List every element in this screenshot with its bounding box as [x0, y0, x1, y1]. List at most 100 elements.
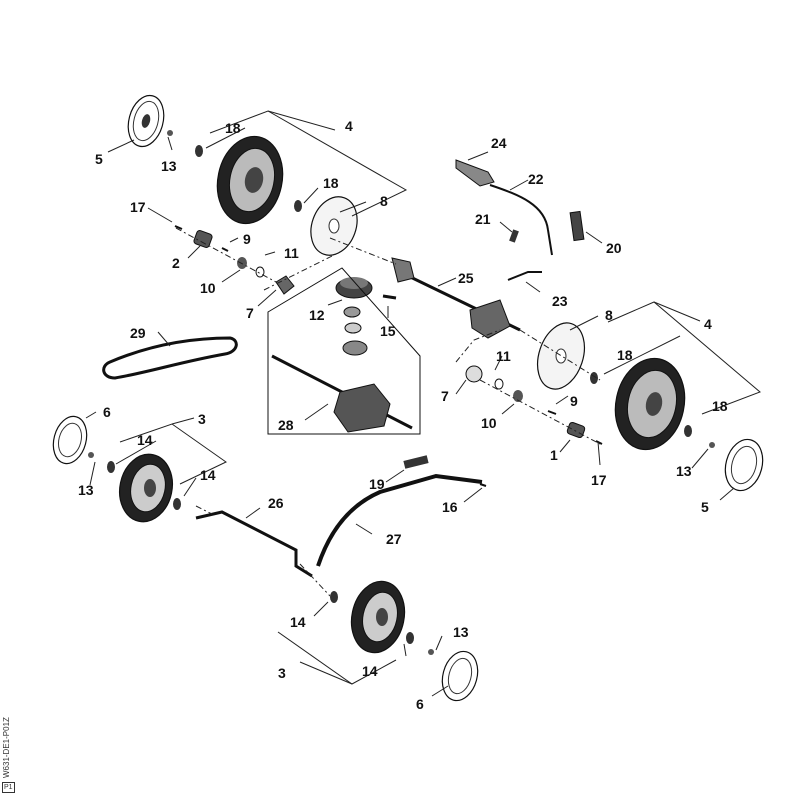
axle-25	[391, 257, 521, 339]
pinion-7-left	[275, 275, 295, 295]
bearing-18-right-inner	[590, 372, 598, 384]
pin-17-left	[174, 225, 183, 230]
label-l20: 20	[606, 240, 622, 256]
label-l13a: 13	[161, 158, 177, 174]
document-code: W631-DE1-P01Z	[2, 717, 11, 778]
label-l15: 15	[380, 323, 396, 339]
bearing-14-front-right-outer	[406, 632, 414, 644]
bearing-14-front-left-inner	[173, 498, 181, 510]
callout-labels: 4 18 5 13 18 8 17 9 2 11 10 7 24 22 21 2…	[78, 118, 728, 712]
gear-1-right	[566, 421, 586, 439]
label-l9b: 9	[570, 393, 578, 409]
hubcap-front-left	[52, 415, 88, 465]
pin-16	[479, 483, 487, 487]
label-l9a: 9	[243, 231, 251, 247]
key-15	[382, 294, 397, 300]
belt-29	[102, 336, 238, 380]
label-l4a: 4	[345, 118, 353, 134]
nut-13-front-left	[88, 452, 94, 458]
label-l1: 1	[550, 447, 558, 463]
label-l29: 29	[130, 325, 146, 341]
nut-13-rear-left	[167, 130, 173, 136]
label-l5a: 5	[95, 151, 103, 167]
bearing-set	[342, 306, 368, 356]
clip-21	[509, 229, 519, 243]
label-l7b: 7	[441, 388, 449, 404]
label-l17b: 17	[591, 472, 607, 488]
wheel-rear-left	[216, 135, 284, 225]
label-l8b: 8	[605, 307, 613, 323]
leader-lines	[85, 110, 761, 697]
cable-22	[489, 184, 553, 256]
pin-17-right	[595, 440, 603, 445]
label-l13b: 13	[676, 463, 692, 479]
label-l25: 25	[458, 270, 474, 286]
label-l19: 19	[369, 476, 385, 492]
label-l22: 22	[528, 171, 544, 187]
label-l18a: 18	[225, 120, 241, 136]
bearing-14-front-left-outer	[107, 461, 115, 473]
hubcap-rear-right	[724, 438, 764, 492]
label-l13c: 13	[78, 482, 94, 498]
label-l14d: 14	[362, 663, 378, 679]
nut-13-front-right	[428, 649, 434, 655]
label-l4b: 4	[704, 316, 712, 332]
label-l3b: 3	[278, 665, 286, 681]
label-l2: 2	[172, 255, 180, 271]
label-l16: 16	[442, 499, 458, 515]
wheel-rear-right	[614, 357, 686, 451]
label-l23: 23	[552, 293, 568, 309]
label-l6b: 6	[416, 696, 424, 712]
pin-9-left	[221, 247, 229, 252]
spring-20	[569, 210, 585, 242]
bearing-18-rear-left-inner	[294, 200, 302, 212]
axle-26	[195, 510, 313, 578]
washer-11-left	[255, 266, 265, 278]
label-l3a: 3	[198, 411, 206, 427]
washer-10-right	[513, 390, 523, 402]
label-l10a: 10	[200, 280, 216, 296]
wheel-front-left	[119, 453, 173, 523]
label-l14b: 14	[200, 467, 216, 483]
label-l21: 21	[475, 211, 491, 227]
label-l11a: 11	[284, 245, 299, 261]
pulley-12	[335, 277, 373, 299]
label-l7a: 7	[246, 305, 254, 321]
gear-2-left	[193, 230, 213, 248]
label-l17a: 17	[130, 199, 146, 215]
label-l6a: 6	[103, 404, 111, 420]
washer-11-right	[494, 378, 504, 390]
label-l27: 27	[386, 531, 402, 547]
document-box: P1	[2, 782, 15, 793]
label-l18c: 18	[617, 347, 633, 363]
hubcap-front-right	[441, 650, 479, 702]
kit-28-box	[267, 267, 421, 435]
label-l11b: 11	[496, 348, 511, 364]
wheel-front-right	[350, 580, 406, 654]
disc-8-rear-left	[310, 196, 358, 256]
pinion-7-right	[465, 365, 483, 383]
label-l28: 28	[278, 417, 294, 433]
washer-10-left	[237, 257, 247, 269]
pin-9-right	[547, 410, 557, 415]
label-l8a: 8	[380, 193, 388, 209]
label-l10b: 10	[481, 415, 497, 431]
bearing-14-front-right-inner	[330, 591, 338, 603]
label-l14a: 14	[137, 432, 153, 448]
bar-27	[316, 473, 483, 567]
label-l18b: 18	[323, 175, 339, 191]
label-l24: 24	[491, 135, 507, 151]
assembly-dash-lines	[175, 227, 601, 597]
bearing-18-rear-left-outer	[195, 145, 203, 157]
grip-19	[403, 455, 429, 469]
label-l14c: 14	[290, 614, 306, 630]
rod-23	[507, 271, 542, 281]
label-l18d: 18	[712, 398, 728, 414]
label-l26: 26	[268, 495, 284, 511]
nut-13-right	[709, 442, 715, 448]
label-l13d: 13	[453, 624, 469, 640]
hubcap-rear-left	[127, 94, 165, 148]
disc-8-right	[536, 322, 586, 390]
label-l12: 12	[309, 307, 325, 323]
